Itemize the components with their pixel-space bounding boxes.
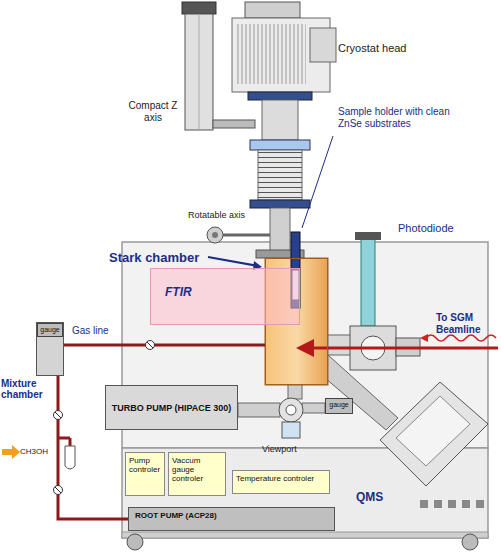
cryostat-stem <box>248 92 312 258</box>
methanol-supply <box>2 438 75 469</box>
z-axis-actuator-part <box>182 2 216 14</box>
frame-table-part <box>127 534 143 550</box>
rotatable-axis-part <box>207 227 223 243</box>
cryostat-stem-part <box>262 100 298 140</box>
valve-symbols-part <box>55 487 61 493</box>
valve-symbols-part <box>147 342 153 348</box>
node-text: FTIR <box>165 285 299 299</box>
node-heading: Stark chamber <box>109 250 199 265</box>
part-label: QMS <box>356 490 396 504</box>
switch-row-part <box>448 500 456 508</box>
chemical-label: CH3OH <box>20 447 56 456</box>
node-text: Temperature controler <box>236 474 326 483</box>
controller-box: Vaccum gauge controler <box>168 452 226 496</box>
beamline-label: To SGM Beamline <box>436 312 496 335</box>
z-axis-actuator-part <box>199 14 200 130</box>
vacuum-cross-part <box>282 422 300 438</box>
cryostat-head-part <box>236 24 306 84</box>
cryostat-stem-part <box>248 92 312 100</box>
cryostat-head-part <box>245 2 300 18</box>
synchrotron-beam-part <box>312 347 498 350</box>
rotatable-axis-part <box>212 232 218 238</box>
part-label: Cryostat head <box>338 42 448 54</box>
switch-row-part <box>420 500 428 508</box>
node-text: gauge <box>326 399 352 411</box>
switch-row-part <box>434 500 442 508</box>
synchrotron-beam-part <box>296 339 314 357</box>
switch-row <box>420 500 484 508</box>
node-text: Pump controler <box>129 456 161 474</box>
controller-box: Temperature controler <box>232 470 330 494</box>
stark-chamber-body-part <box>328 335 352 355</box>
controller-box: Pump controler <box>125 452 165 496</box>
methanol-supply-part <box>58 437 70 440</box>
valve-symbols-part <box>55 412 61 418</box>
part-label: Compact Z axis <box>128 100 178 123</box>
node-heading: Mixture chamber <box>1 378 55 400</box>
part-label: Viewport <box>262 444 312 454</box>
qms-device-part <box>396 396 470 466</box>
cryostat-head <box>232 2 336 92</box>
frame-table-part <box>122 532 488 538</box>
vacuum-cross <box>238 385 325 438</box>
node-text: ROOT PUMP (ACP28) <box>135 511 328 520</box>
methanol-supply-part <box>2 445 20 459</box>
rotatable-axis <box>207 227 270 243</box>
part-label: Sample holder with clean ZnSe substrates <box>338 106 468 130</box>
gauge-box: gauge <box>37 323 63 337</box>
cryostat-head-part <box>310 28 336 62</box>
stark-chamber-body <box>265 232 398 430</box>
frame-table-part <box>462 534 478 550</box>
rotatable-axis-part <box>223 234 270 237</box>
part-label: Rotatable axis <box>188 210 252 220</box>
part-label: Photodiode <box>398 222 488 234</box>
synchrotron-beam-part <box>426 335 496 341</box>
qms-device-part <box>380 382 488 486</box>
vacuum-cross-part <box>288 385 302 399</box>
cryostat-stem-part <box>258 150 302 200</box>
switch-row-part <box>476 500 484 508</box>
node-text: TURBO PUMP (HIPACE 300) <box>112 403 232 413</box>
gas-line <box>64 344 265 347</box>
node-text: Vaccum gauge controler <box>172 456 222 484</box>
photodiode-assembly-part <box>355 232 381 240</box>
switch-row-part <box>462 500 470 508</box>
gauge-box: gauge <box>325 398 353 414</box>
z-axis-actuator-part <box>213 120 255 128</box>
vacuum-cross-part <box>279 398 303 422</box>
valve-symbols-part <box>146 341 155 350</box>
synchrotron-beam <box>296 334 498 357</box>
root-pump: ROOT PUMP (ACP28) <box>128 507 335 531</box>
cryostat-stem-part <box>250 140 310 150</box>
vacuum-cross-part <box>238 403 280 417</box>
node-text: gauge <box>38 324 62 336</box>
stark-chamber-pointer <box>208 257 258 266</box>
z-axis-actuator <box>182 2 255 130</box>
cryostat-stem-part <box>250 200 310 208</box>
edge-label: Gas line <box>70 325 111 336</box>
cryostat-stem-part <box>258 150 302 200</box>
vacuum-cross-part <box>302 403 325 413</box>
sample-holder-leader <box>302 136 333 228</box>
methanol-supply-part <box>65 446 75 469</box>
valve-symbols-part <box>54 486 63 495</box>
methanol-supply-part <box>69 438 72 446</box>
mixture-chamber: Mixture chambergauge <box>36 322 64 376</box>
ftir-region: FTIR <box>150 268 300 325</box>
photodiode-assembly-part <box>361 238 375 326</box>
vacuum-cross-part <box>286 405 296 415</box>
turbo-pump: TURBO PUMP (HIPACE 300) <box>105 385 238 430</box>
valve-symbols-part <box>54 411 63 420</box>
qms-device <box>380 382 488 486</box>
synchrotron-beam-part <box>420 334 428 342</box>
z-axis-actuator-part <box>185 14 213 130</box>
